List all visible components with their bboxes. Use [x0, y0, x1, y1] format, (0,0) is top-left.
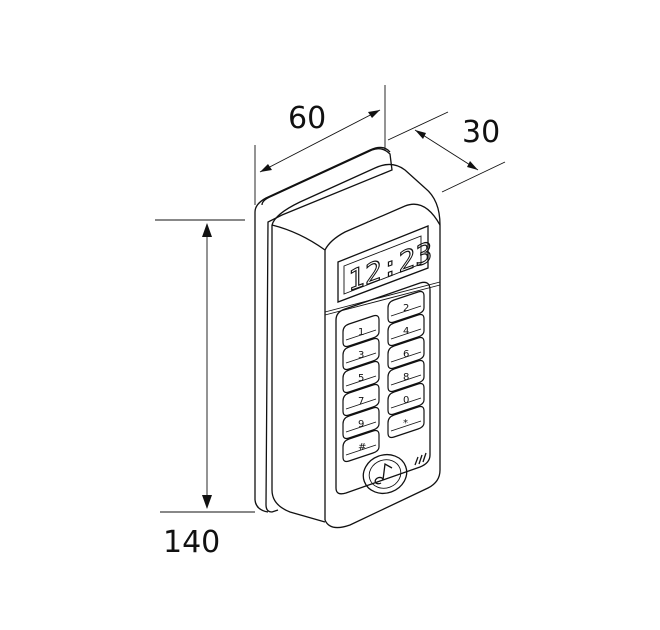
- key-label: 7: [358, 396, 364, 407]
- key-label: 6: [403, 349, 409, 360]
- key-label: 1: [358, 327, 364, 338]
- key-label: 9: [358, 419, 364, 430]
- key-0[interactable]: 0: [387, 382, 425, 416]
- dimension-width: 60: [254, 85, 386, 205]
- key-label: #: [358, 442, 366, 453]
- key-9[interactable]: 9: [342, 406, 380, 440]
- key-label: 0: [403, 395, 409, 406]
- call-button[interactable]: [358, 449, 412, 500]
- width-label: 60: [288, 101, 326, 136]
- depth-label: 30: [462, 115, 500, 150]
- housing: [271, 163, 441, 529]
- dimension-height: 140: [155, 219, 255, 560]
- key-label: 8: [403, 372, 409, 383]
- key-label: 2: [403, 303, 409, 314]
- key-6[interactable]: 6: [387, 336, 425, 370]
- height-label: 140: [163, 525, 220, 560]
- key-7[interactable]: 7: [342, 383, 380, 417]
- keypad: 1 3 5 7 9 #2 4 6 8 0 *: [342, 290, 425, 463]
- music-note-icon: [374, 462, 393, 485]
- key-label: 3: [358, 350, 364, 361]
- key-8[interactable]: 8: [387, 359, 425, 393]
- dimension-depth: 30: [387, 111, 506, 193]
- key-2[interactable]: 2: [387, 290, 425, 324]
- speaker-grille-icon: [414, 452, 427, 466]
- key-4[interactable]: 4: [387, 313, 425, 347]
- key-label: 5: [358, 373, 364, 384]
- key-#[interactable]: #: [342, 429, 380, 463]
- keypad-panel: [335, 281, 431, 495]
- key-label: *: [403, 418, 408, 429]
- key-3[interactable]: 3: [342, 337, 380, 371]
- key-5[interactable]: 5: [342, 360, 380, 394]
- key-1[interactable]: 1: [342, 314, 380, 348]
- key-label: 4: [403, 326, 409, 337]
- key-*[interactable]: *: [387, 405, 425, 439]
- back-plate: [254, 146, 393, 513]
- lcd-time: 12:23: [348, 235, 432, 299]
